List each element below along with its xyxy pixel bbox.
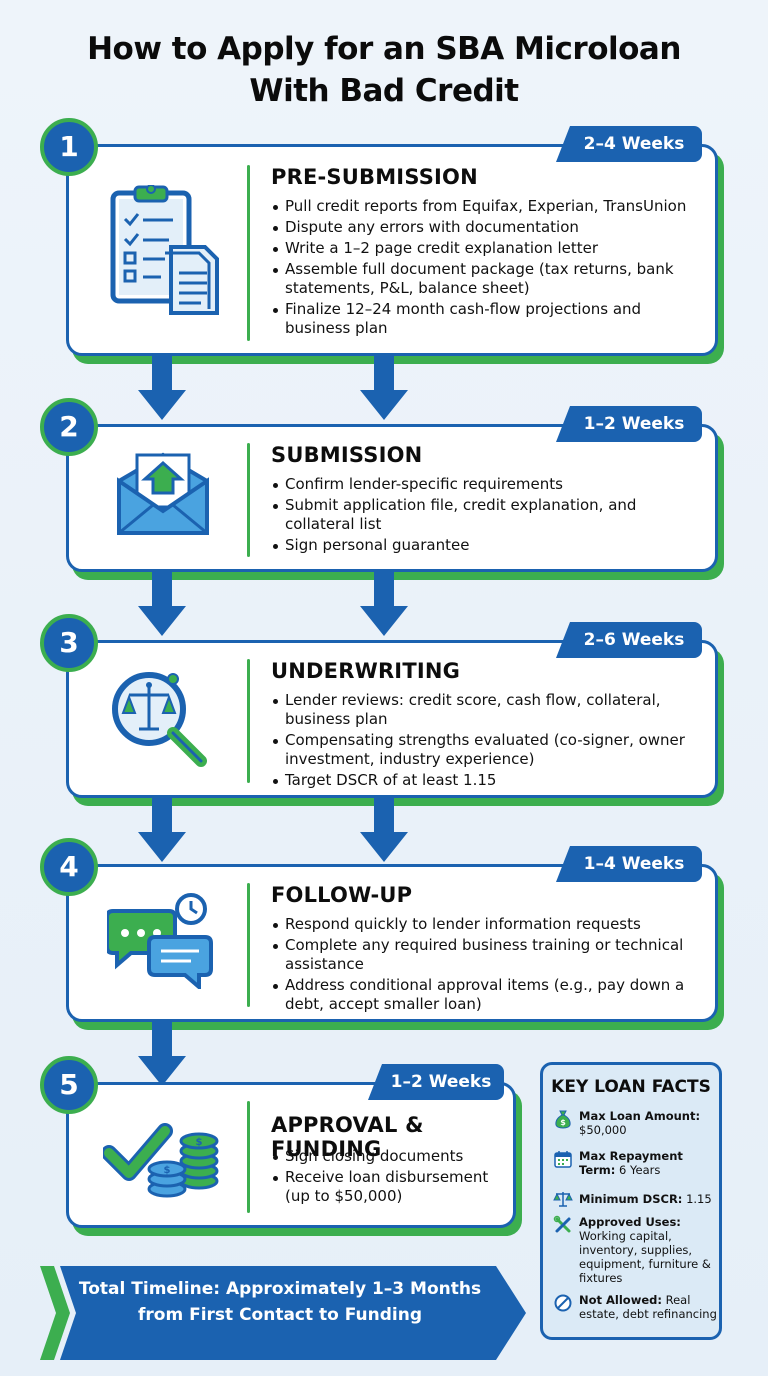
down-arrow-icon [138,572,186,636]
prohibited-icon [554,1294,572,1312]
step-number-1: 1 [40,118,98,176]
key-loan-facts-heading: KEY LOAN FACTS [551,1077,711,1097]
down-arrow-icon [360,572,408,636]
step-card-1: PRE-SUBMISSION Pull credit reports from … [66,144,718,356]
svg-text:$: $ [196,1137,203,1148]
svg-text:$: $ [164,1165,171,1176]
step-heading: UNDERWRITING [271,659,461,683]
duration-badge-5: 1–2 Weeks [368,1064,504,1100]
down-arrow-icon [138,798,186,862]
tools-icon [553,1215,571,1233]
fact-item: $ Max Loan Amount:$50,000 [553,1109,719,1143]
step-card-2: SUBMISSION Confirm lender-specific requi… [66,424,718,572]
down-arrow-icon [360,798,408,862]
step-number-2: 2 [40,398,98,456]
fact-item: Max Repayment Term: 6 Years [553,1149,719,1183]
step-card-4: FOLLOW-UP Respond quickly to lender info… [66,864,718,1022]
step-bullets: Respond quickly to lender information re… [271,915,701,1016]
envelope-upload-icon [113,449,213,544]
calendar-icon [554,1151,572,1168]
magnifier-scales-icon [109,669,213,778]
check-coins-icon: $ $ [101,1111,223,1206]
step-heading: APPROVAL & FUNDING [271,1113,424,1161]
timeline-banner [40,1266,526,1360]
duration-badge-1: 2–4 Weeks [556,126,702,162]
clipboard-checklist-icon [109,184,221,322]
step-card-3: UNDERWRITING Lender reviews: credit scor… [66,640,718,798]
down-arrow-icon [138,1022,186,1086]
key-loan-facts-panel: KEY LOAN FACTS $ Max Loan Amount:$50,000… [540,1062,722,1340]
step-number-5: 5 [40,1056,98,1114]
step-bullets: Sign closing documents Receive loan disb… [271,1147,507,1208]
scales-icon [553,1192,573,1207]
step-bullets: Lender reviews: credit score, cash flow,… [271,691,701,792]
timeline-banner-text: Total Timeline: Approximately 1–3 Months… [78,1279,482,1325]
step-card-5: $ $ APPROVAL & FUNDING Sign closing docu… [66,1082,516,1228]
fact-item: Approved Uses:Working capital, inventory… [553,1215,719,1287]
down-arrow-icon [360,356,408,420]
step-heading: PRE-SUBMISSION [271,165,478,189]
svg-text:$: $ [560,1118,566,1127]
chat-clock-icon [105,893,217,994]
duration-badge-3: 2–6 Weeks [556,622,702,658]
step-number-3: 3 [40,614,98,672]
step-heading: SUBMISSION [271,443,423,467]
step-number-4: 4 [40,838,98,896]
duration-badge-4: 1–4 Weeks [556,846,702,882]
fact-item: Minimum DSCR: 1.15 [553,1189,719,1209]
page-title: How to Apply for an SBA Microloan With B… [87,31,681,109]
fact-item: Not Allowed: Real estate, debt refinanci… [553,1293,719,1327]
step-bullets: Pull credit reports from Equifax, Experi… [271,197,711,340]
money-bag-icon: $ [555,1110,571,1129]
step-heading: FOLLOW-UP [271,883,413,907]
duration-badge-2: 1–2 Weeks [556,406,702,442]
down-arrow-icon [138,356,186,420]
step-bullets: Confirm lender-specific requirements Sub… [271,475,691,557]
